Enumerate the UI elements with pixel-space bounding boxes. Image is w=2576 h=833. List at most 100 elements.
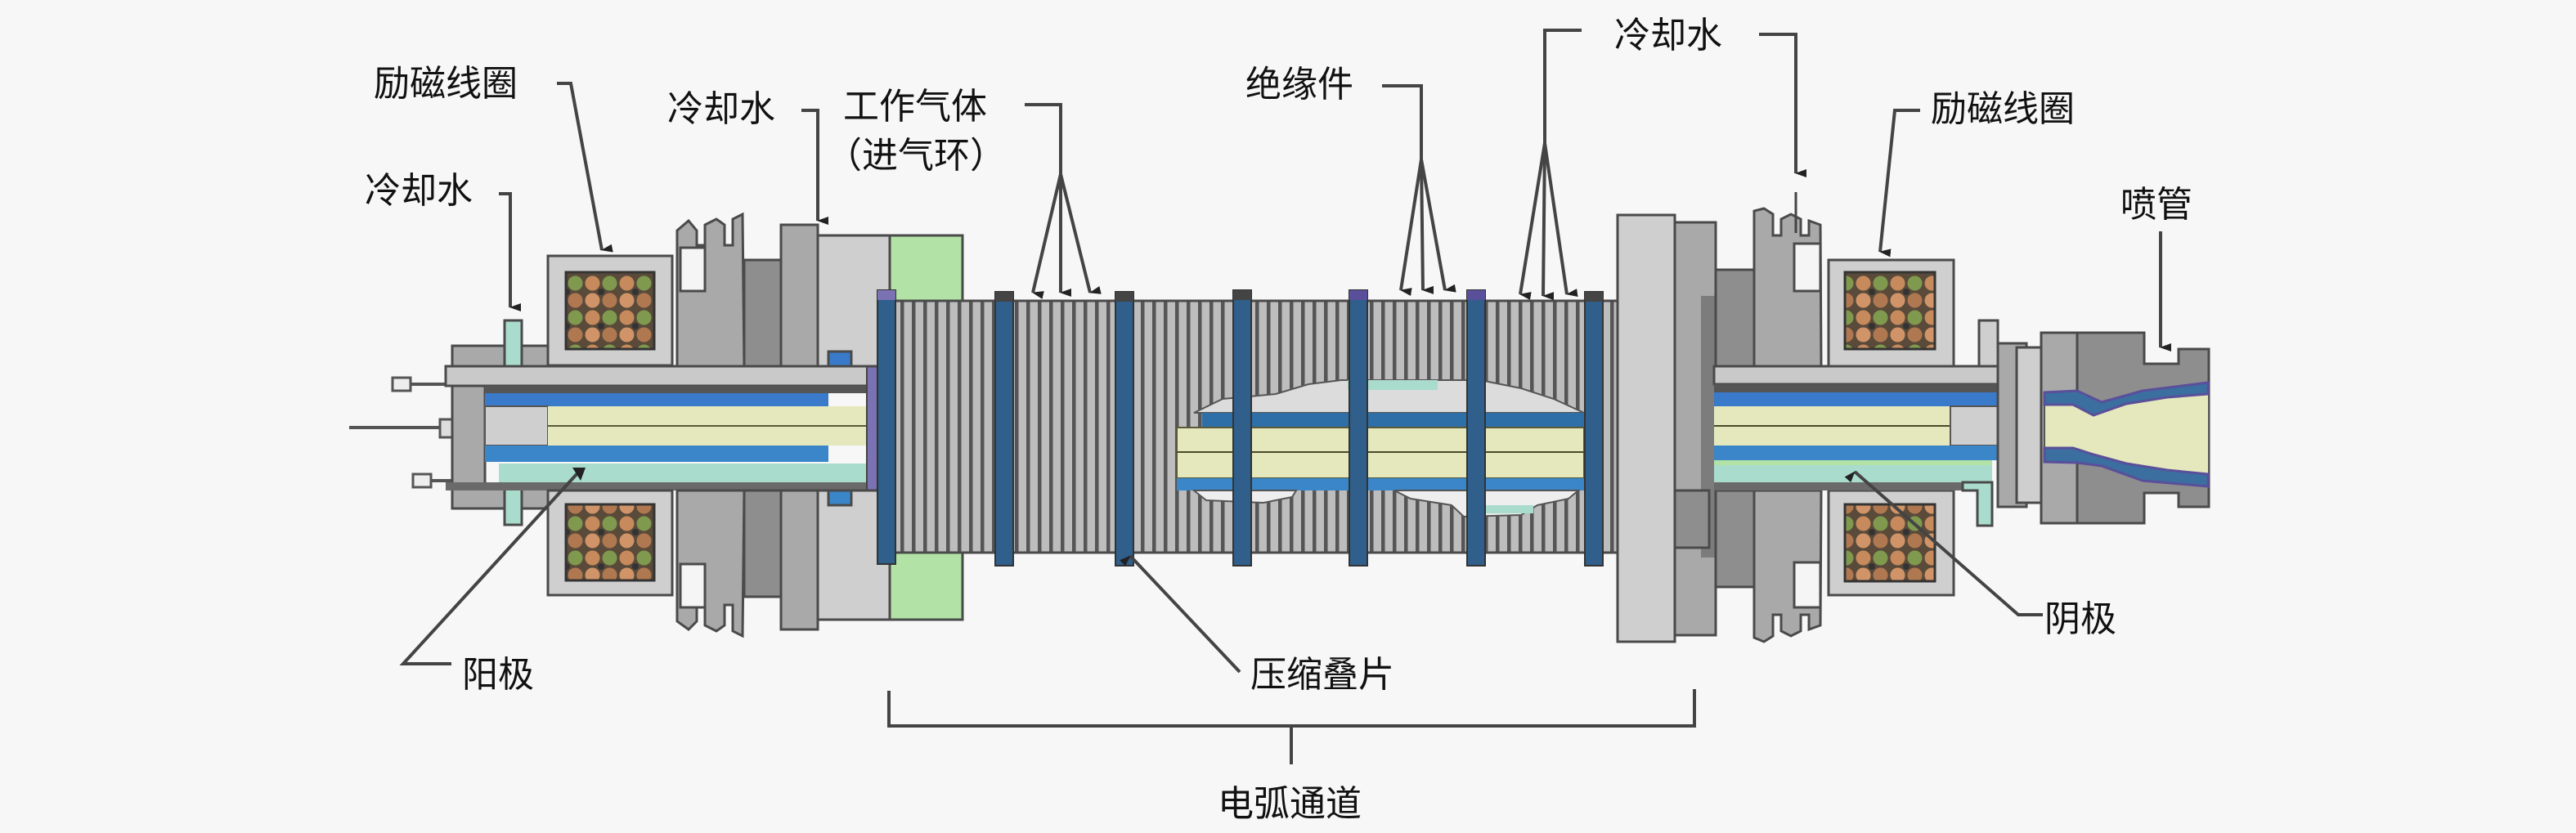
insulator-rod-cap-5 [1349, 290, 1367, 300]
anode-electrode-bottom [485, 446, 828, 462]
leader-insulator-arrow-1 [1399, 159, 1423, 296]
gas-ring-blue-top [827, 350, 853, 368]
insulator-rod-cap-7 [1585, 292, 1603, 302]
label-working-gas: 工作气体 [843, 86, 987, 128]
left-end-assembly [349, 319, 550, 526]
left-coil-winding-top [564, 271, 656, 351]
gas-ring-blue-bottom [827, 489, 853, 507]
right-housing-window-bottom [1793, 561, 1822, 609]
left-housing-step-bottom [743, 489, 783, 598]
cathode-dark-liner [1714, 384, 2017, 392]
cathode-cooling-return [1961, 481, 1994, 527]
leader-cooling-water-top-arrow-3 [1543, 142, 1578, 298]
label-gas-inlet-ring: （进气环） [826, 135, 1006, 177]
right-thick-plate [1616, 213, 1676, 643]
dark-liner-top [485, 386, 887, 393]
leader-excitation-coil-right [1878, 109, 1920, 258]
insulator-rod-cap-4 [1233, 290, 1251, 300]
terminal-knob-top [391, 376, 412, 392]
green-flange-top [888, 234, 964, 302]
arc-channel-upper-teal [1348, 380, 1438, 390]
label-anode: 阳极 [462, 654, 534, 696]
left-coil-winding-bottom [564, 503, 656, 582]
arc-channel-electrode-top [1202, 413, 1584, 428]
anode-flange-top [451, 344, 550, 368]
left-coil-assembly [546, 254, 674, 597]
cathode-outer-rod-bottom [1714, 482, 1992, 490]
right-lower-block [1673, 489, 1711, 549]
right-step-top [1714, 268, 1756, 368]
anode-cavity [484, 405, 549, 446]
cathode-outer-rod-top [1712, 365, 2020, 386]
left-housing-inner-bottom [779, 489, 819, 631]
left-housing-inner-top [779, 223, 819, 368]
insulator-rod-cap-1 [877, 290, 895, 300]
label-arc-channel: 电弧通道 [1218, 783, 1362, 825]
insulator-rod-cap-3 [1115, 292, 1133, 302]
leader-cooling-water-left [499, 192, 521, 311]
right-step-bottom [1714, 489, 1756, 589]
anode-flange-bottom [451, 487, 550, 510]
nozzle-assembly [2040, 331, 2210, 525]
label-cooling-water-mid-left: 冷却水 [667, 88, 775, 130]
leader-working-gas-arrow-1 [1031, 173, 1062, 299]
annotations: 冷却水 励磁线圈 冷却水 工作气体 （进气环） 绝缘件 冷却水 励磁线圈 [365, 15, 2192, 825]
label-nozzle: 喷管 [2120, 184, 2192, 226]
cathode-electrode-top [1714, 392, 2017, 406]
leader-excitation-coil-left [557, 82, 613, 253]
leader-working-gas-arrow-3 [1059, 173, 1102, 294]
leader-cooling-water-top-arrow-2 [1542, 142, 1555, 301]
terminal-knob-bottom [411, 472, 433, 489]
insulator-rod-4 [1232, 289, 1252, 567]
leader-cooling-water-right [1759, 33, 1806, 177]
insulator-rod-cap-6 [1467, 290, 1485, 300]
leader-cathode [1844, 470, 2043, 616]
insulator-rod-3 [1115, 291, 1134, 567]
anode-cooling-pipe-top [503, 319, 523, 368]
leader-cooling-water-mid-left [801, 109, 828, 225]
nozzle-wall-upper [2043, 381, 2210, 417]
label-cathode: 阴极 [2044, 598, 2116, 640]
leader-cooling-water-top-arrow-1 [1519, 142, 1546, 301]
anode-cooling-pipe-bottom [503, 487, 523, 526]
leader-laminations [1120, 554, 1241, 674]
insulator-rods [877, 289, 1604, 567]
left-housing-step-top [743, 258, 783, 368]
insulator-rod-6 [1466, 289, 1486, 567]
insulator-rod-2 [994, 291, 1014, 567]
right-coil-assembly [1827, 258, 1955, 597]
insulator-rod-5 [1349, 289, 1368, 567]
label-cooling-water-left: 冷却水 [365, 170, 473, 212]
arc-channel-lower-teal [1468, 505, 1533, 513]
insulator-rod-cap-2 [995, 292, 1013, 302]
lamination-stack [877, 289, 1703, 567]
label-excitation-coil-left: 励磁线圈 [374, 63, 518, 105]
cathode-collar-inner [2015, 346, 2043, 504]
leader-cooling-water-top [1543, 29, 1582, 143]
insulator-rod-1 [877, 289, 896, 565]
label-insulator: 绝缘件 [1245, 64, 1353, 105]
cathode-cooling-pipe-top [1977, 319, 1999, 368]
leader-anode-tip [572, 468, 586, 481]
arc-channel-lower-insulator-right [1393, 490, 1581, 518]
anode-cooling-channel [499, 464, 887, 482]
leader-anode [399, 471, 580, 665]
anode-electrode-top [485, 393, 828, 406]
right-housing [1616, 207, 1823, 643]
cathode-electrode-bottom [1714, 446, 2017, 460]
right-coil-winding-bottom [1843, 503, 1936, 583]
right-coil-winding-top [1843, 271, 1936, 351]
label-cooling-water-top: 冷却水 [1614, 15, 1722, 56]
left-housing-window-top [679, 246, 707, 293]
outer-rod-bottom [446, 482, 887, 490]
outer-rod-top [444, 365, 889, 387]
left-housing-window-bottom [679, 562, 707, 609]
leader-insulator [1382, 84, 1423, 159]
leader-insulator-arrow-2 [1420, 159, 1434, 294]
label-laminations: 压缩叠片 [1250, 654, 1394, 696]
green-flange-bottom [888, 551, 964, 621]
label-excitation-coil-right: 励磁线圈 [1931, 88, 2075, 130]
left-housing [675, 212, 964, 638]
right-housing-window-top [1793, 242, 1822, 293]
